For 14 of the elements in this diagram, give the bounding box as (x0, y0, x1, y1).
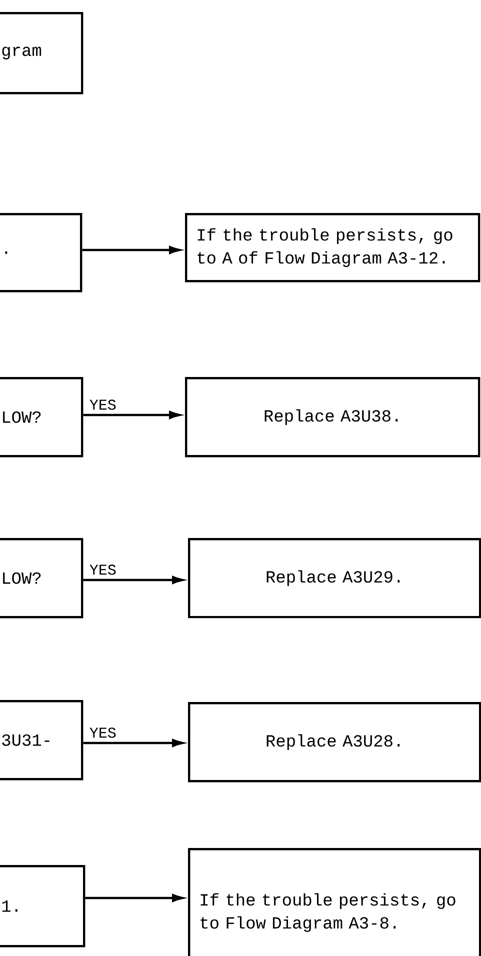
process-box: If the trouble persists, go to A of Flow Diagram A3-12. (185, 213, 480, 282)
process-box: If the trouble persists, go to Flow Diagram A3-8. (188, 848, 481, 956)
process-box: Replace A3U28. (188, 702, 481, 782)
edge-label: YES (90, 728, 116, 738)
decision-box: 3U31- (0, 700, 84, 780)
process-box: Replace A3U38. (185, 377, 480, 458)
process-box: gram (0, 12, 84, 94)
process-box: Replace A3U29. (188, 538, 481, 618)
process-box: . (0, 213, 82, 292)
edge-label: YES (90, 400, 116, 410)
decision-box: LOW? (0, 538, 84, 618)
decision-box: LOW? (0, 377, 84, 458)
process-box: 1. (0, 865, 86, 948)
edge-label: YES (90, 564, 116, 575)
